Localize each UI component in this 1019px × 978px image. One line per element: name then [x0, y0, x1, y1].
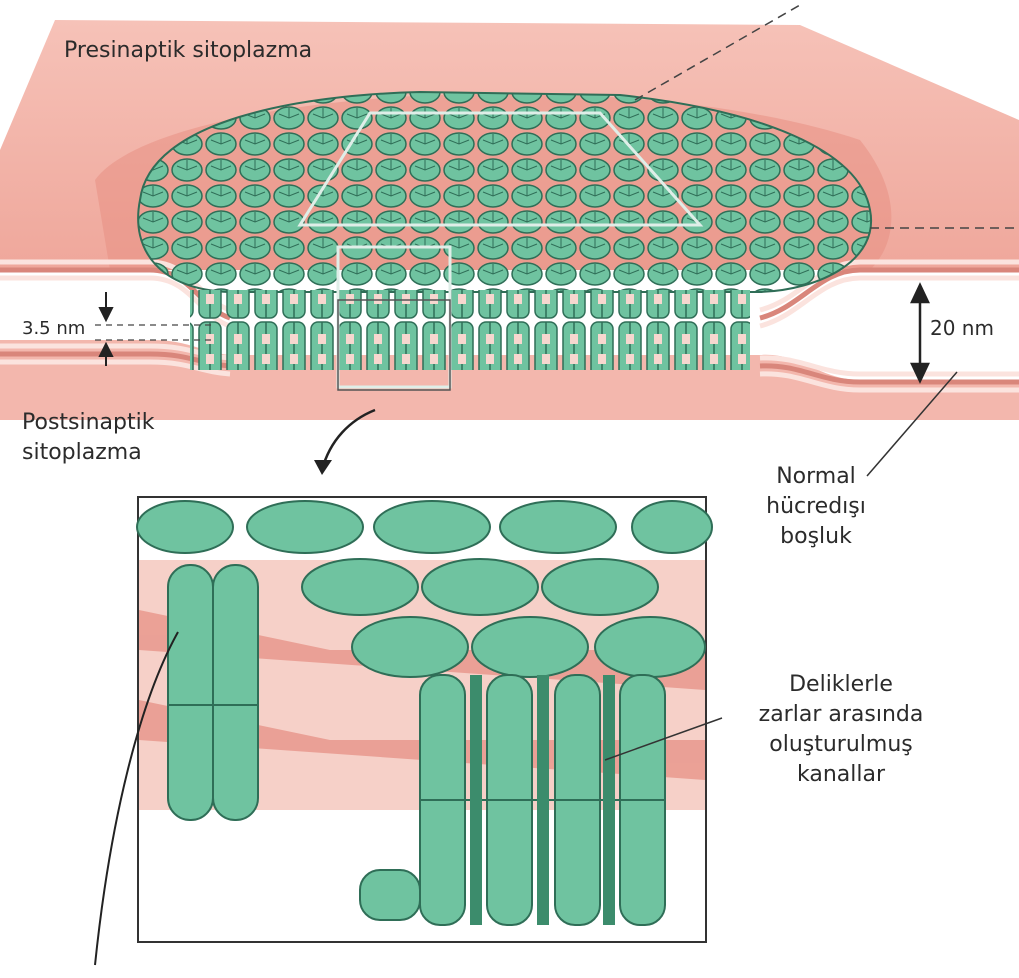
gap-small-label: 3.5 nm	[22, 314, 85, 344]
gap-small-arrow	[100, 292, 112, 366]
normal-space-label-line: boşluk	[746, 522, 886, 552]
normal-space-label: Normal hücredışı boşluk	[746, 462, 886, 552]
postsynaptic-label-line: sitoplazma	[22, 438, 154, 468]
normal-space-label-line: Normal	[746, 462, 886, 492]
postsynaptic-label-line: Postsinaptik	[22, 408, 154, 438]
channels-label: Deliklerle zarlar arasında oluşturulmuş …	[716, 670, 966, 790]
channels-label-line: Deliklerle	[716, 670, 966, 700]
connexon-row	[190, 290, 750, 370]
magnified-inset	[137, 497, 712, 942]
channels-label-line: oluşturulmuş	[716, 730, 966, 760]
gap-large-arrow	[912, 285, 928, 381]
channels-label-line: zarlar arasında	[716, 700, 966, 730]
presynaptic-label: Presinaptik sitoplazma	[64, 36, 312, 66]
gap-large-label: 20 nm	[930, 313, 994, 343]
normal-space-label-line: hücredışı	[746, 492, 886, 522]
channels-label-line: kanallar	[716, 760, 966, 790]
postsynaptic-label: Postsinaptik sitoplazma	[22, 408, 154, 468]
